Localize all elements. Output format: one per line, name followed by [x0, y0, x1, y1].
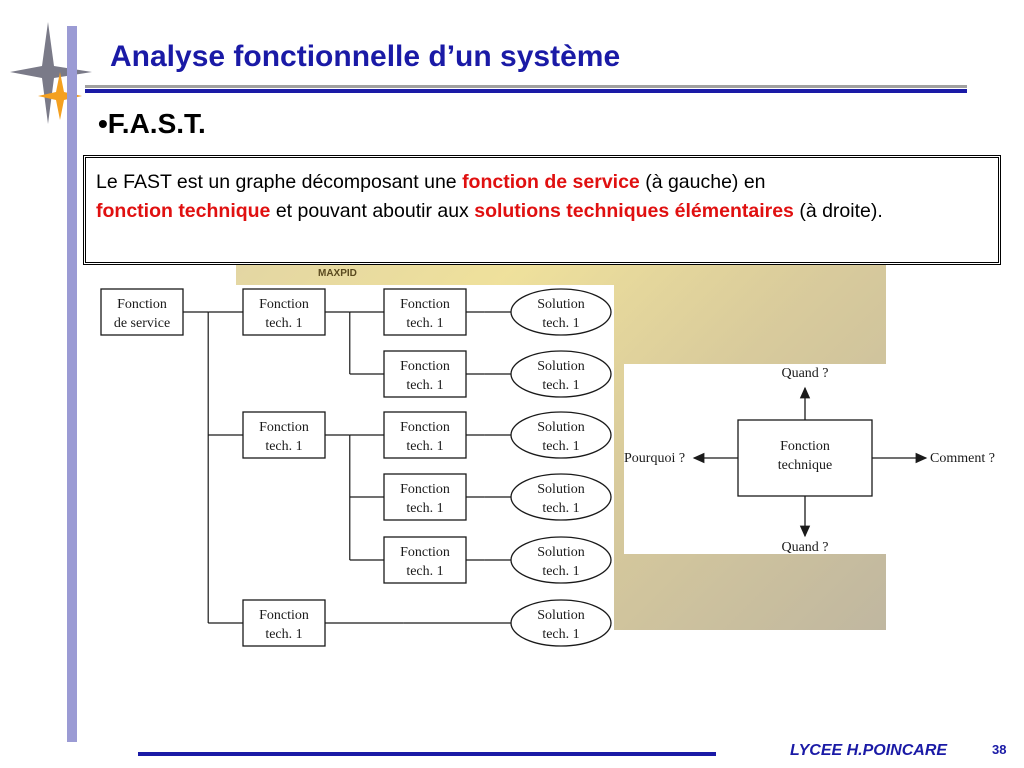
- node-label-line1: Solution: [537, 545, 584, 560]
- technical-function-node: Fonction tech. 1: [383, 288, 467, 336]
- label-pourquoi: Pourquoi ?: [624, 451, 685, 466]
- node-label-line1: Solution: [537, 608, 584, 623]
- solution-node-shape: [510, 536, 612, 584]
- title-underline-shadow: [85, 85, 967, 88]
- service-function-node: Fonction de service: [100, 288, 184, 336]
- node-label-line2: tech. 1: [542, 316, 579, 331]
- function-node-box: [383, 473, 467, 521]
- left-accent-bar: [67, 26, 77, 742]
- node-label-line2: tech. 1: [542, 627, 579, 642]
- node-label-line1: Solution: [537, 420, 584, 435]
- technical-function-node: Fonction tech. 1: [242, 599, 326, 647]
- node-label-line2: tech. 1: [542, 564, 579, 579]
- node-label-line1: Fonction: [400, 482, 450, 497]
- footer-school-name: LYCEE H.POINCARE: [790, 742, 948, 759]
- star-logo-icon: [10, 22, 92, 124]
- function-node-box: [242, 288, 326, 336]
- technical-function-node: Fonction tech. 1: [383, 411, 467, 459]
- function-question-svg: Fonction technique Quand ? Quand ? Pourq…: [624, 366, 995, 555]
- technical-function-node: Fonction tech. 1: [383, 350, 467, 398]
- label-comment: Comment ?: [930, 451, 995, 466]
- slide-title: Analyse fonctionnelle d’un système: [110, 40, 621, 73]
- function-node-box: [383, 536, 467, 584]
- solution-node: Solution tech. 1: [510, 411, 612, 459]
- label-quand-bottom: Quand ?: [781, 540, 828, 554]
- solution-node-shape: [510, 473, 612, 521]
- node-label-line1: Fonction: [400, 545, 450, 560]
- node-label-line1: Fonction: [400, 359, 450, 374]
- node-label-line2: tech. 1: [406, 316, 443, 331]
- function-node-box: [242, 599, 326, 647]
- solution-node-shape: [510, 599, 612, 647]
- solution-node-shape: [510, 288, 612, 336]
- node-label-line2: tech. 1: [406, 378, 443, 393]
- node-label-line2: tech. 1: [265, 627, 302, 642]
- description-highlight: fonction de service: [462, 171, 640, 193]
- function-question-diagram: Fonction technique Quand ? Quand ? Pourq…: [624, 364, 1000, 555]
- node-label-line1: Solution: [537, 359, 584, 374]
- node-label-line2: tech. 1: [265, 316, 302, 331]
- solution-node-shape: [510, 411, 612, 459]
- node-label-line1: Solution: [537, 297, 584, 312]
- node-label-line2: de service: [114, 316, 170, 331]
- description-highlight: solutions techniques élémentaires: [474, 200, 794, 222]
- node-label-line2: tech. 1: [406, 501, 443, 516]
- center-node-line2: technique: [778, 458, 832, 473]
- description-part: Le FAST est un graphe décomposant une: [96, 171, 463, 193]
- description-text: Le FAST est un graphe décomposant une fo…: [96, 168, 988, 226]
- node-label-line1: Solution: [537, 482, 584, 497]
- description-part: et pouvant aboutir aux: [270, 200, 475, 222]
- function-node-box: [383, 288, 467, 336]
- description-box: Le FAST est un graphe décomposant une fo…: [83, 155, 1001, 265]
- node-label-line2: tech. 1: [542, 439, 579, 454]
- label-quand-top: Quand ?: [781, 366, 828, 381]
- node-label-line1: Fonction: [259, 297, 309, 312]
- solution-node-shape: [510, 350, 612, 398]
- description-part: (à droite).: [793, 200, 883, 222]
- function-node-box: [100, 288, 184, 336]
- background-photo-label: MAXPID: [318, 268, 357, 279]
- page-number: 38: [992, 742, 1007, 757]
- solution-node: Solution tech. 1: [510, 350, 612, 398]
- description-highlight: fonction technique: [96, 200, 271, 222]
- solution-node: Solution tech. 1: [510, 536, 612, 584]
- description-part: (à gauche) en: [639, 171, 766, 193]
- technical-function-node: Fonction tech. 1: [383, 536, 467, 584]
- node-label-line1: Fonction: [259, 608, 309, 623]
- center-node-line1: Fonction: [780, 439, 830, 454]
- node-label-line1: Fonction: [259, 420, 309, 435]
- node-label-line1: Fonction: [117, 297, 167, 312]
- node-label-line1: Fonction: [400, 297, 450, 312]
- footer-rule: [138, 752, 716, 756]
- solution-node: Solution tech. 1: [510, 473, 612, 521]
- technical-function-node: Fonction tech. 1: [383, 473, 467, 521]
- node-label-line2: tech. 1: [406, 564, 443, 579]
- function-node-box: [383, 411, 467, 459]
- technical-function-node: Fonction tech. 1: [242, 411, 326, 459]
- solution-node: Solution tech. 1: [510, 599, 612, 647]
- bullet-heading: •F.A.S.T.: [98, 108, 206, 139]
- node-label-line2: tech. 1: [265, 439, 302, 454]
- node-label-line1: Fonction: [400, 420, 450, 435]
- function-node-box: [383, 350, 467, 398]
- title-underline: [85, 89, 967, 93]
- function-node-box: [242, 411, 326, 459]
- solution-node: Solution tech. 1: [510, 288, 612, 336]
- technical-function-node: Fonction tech. 1: [242, 288, 326, 336]
- node-label-line2: tech. 1: [406, 439, 443, 454]
- node-label-line2: tech. 1: [542, 378, 579, 393]
- center-node-box: [737, 419, 873, 497]
- node-label-line2: tech. 1: [542, 501, 579, 516]
